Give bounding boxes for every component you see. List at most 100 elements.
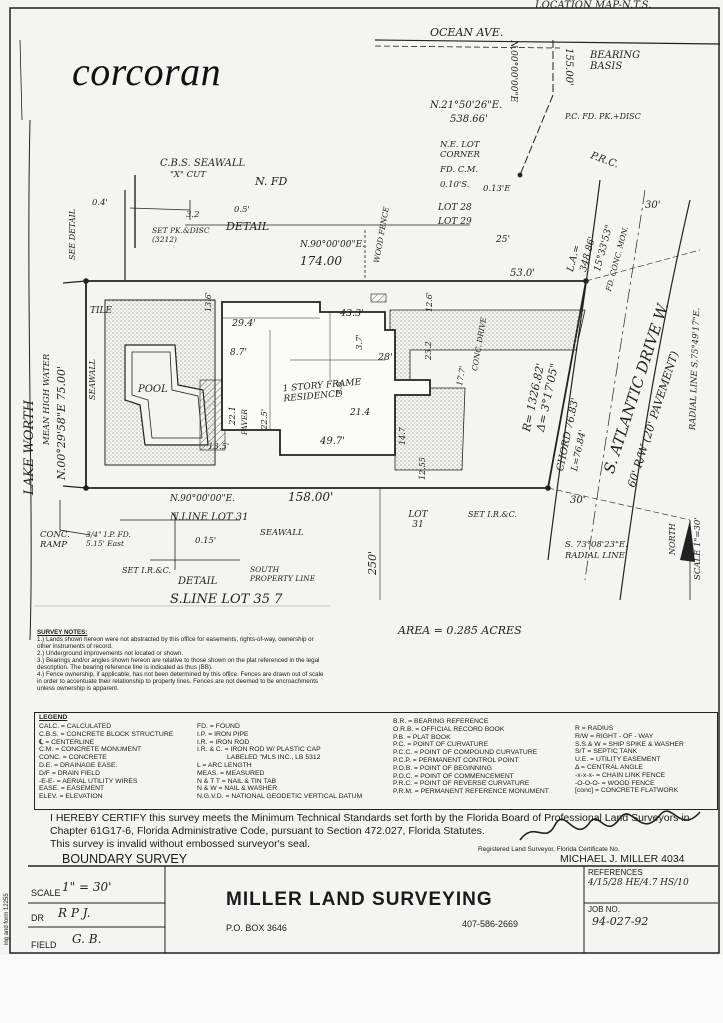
pool-label: POOL: [138, 384, 168, 395]
dim-232-label: 23.2: [424, 341, 434, 360]
legend-item: P.R.C. = POINT OF REVERSE CURVATURE: [393, 780, 530, 788]
dim-136-label: 13.6': [204, 291, 213, 312]
signature: [519, 810, 701, 841]
offset-04-label: 0.4': [92, 198, 108, 208]
scale-label: SCALE: [31, 888, 61, 898]
field-value: G. B.: [72, 932, 102, 946]
legend-item: L = ARC LENGTH: [197, 761, 252, 769]
legend-item: I.R. & C. = IRON ROD W/ PLASTIC CAP: [197, 746, 321, 754]
offset-013-label: 0.13'E: [483, 184, 511, 194]
bearing-basis-label: BEARING BASIS: [590, 50, 641, 72]
dim-53-label: 53.0': [510, 268, 536, 279]
dr-value: R P J.: [58, 906, 91, 920]
lot28-label: LOT 28: [438, 203, 472, 213]
legend-column-1: CALC. = CALCULATED C.B.S. = CONCRETE BLO…: [39, 723, 219, 801]
scale-value: 1" = 30': [62, 880, 112, 894]
fd-ip-label: 3/4" I.P. FD. 5.15' East: [86, 530, 131, 548]
legend-item: -O-O-O- = WOOD FENCE: [575, 779, 655, 787]
legend-column-4: R = RADIUS R/W = RIGHT - OF - WAY S.S.& …: [575, 725, 715, 795]
dim-28b-label: 2.8: [335, 381, 345, 395]
dim-250-label: 250': [366, 550, 379, 575]
dim-30-bottom-label: 30': [570, 495, 586, 506]
legend-item: N & T T = NAIL & TIN TAB: [197, 777, 277, 785]
surveyor-name: MICHAEL J. MILLER 4034: [560, 853, 685, 865]
legend-item: S/T = SEPTIC TANK: [575, 748, 638, 756]
legend-item: I.P. = IRON PIPE: [197, 730, 249, 738]
legend-item: R/W = RIGHT - OF - WAY: [575, 732, 654, 740]
survey-sheet: corcoran LOCATION MAP-N.T.S. OCEAN AVE. …: [0, 0, 723, 955]
offset-32-label: 3.2: [186, 210, 200, 220]
s-line-lot35-label: S.LINE LOT 35 7: [170, 592, 283, 607]
legend-title: LEGEND: [39, 714, 68, 721]
south-property-line-label: SOUTH PROPERTY LINE: [250, 565, 316, 583]
boat-ramp-label: CONC. RAMP: [40, 530, 70, 550]
legend-item: -E-E- = AERIAL UTILITY WIRES: [39, 777, 138, 785]
survey-note: 3.) Bearings and/or angles shown hereon …: [37, 657, 320, 671]
detail-bottom-label: DETAIL: [178, 576, 218, 587]
offset-015-label: 0.15': [195, 536, 217, 546]
set-pk-label: SET PK.&DISC (3212): [152, 226, 210, 244]
bearing-top-label: N.21°50'26"E.: [430, 100, 503, 111]
legend-item: I.R. = IRON ROD: [197, 738, 250, 746]
registered-surveyor-label: Registered Land Surveyor, Florida Certif…: [478, 846, 620, 853]
legend-item: N.G.V.D. = NATIONAL GEODETIC VERTICAL DA…: [197, 793, 363, 801]
north-label: NORTH: [668, 523, 677, 555]
cbs-seawall-label: C.B.S. SEAWALL: [160, 158, 246, 169]
certification-block: I HEREBY CERTIFY this survey meets the M…: [50, 812, 700, 851]
n-fd-label: N. FD: [255, 175, 288, 188]
survey-notes-title: SURVEY NOTES:: [37, 629, 88, 636]
legend-item: -x-x-x- = CHAIN LINK FENCE: [575, 771, 666, 779]
legend-item: P.R.M. = PERMANENT REFERENCE MONUMENT: [393, 788, 549, 796]
dim-497-label: 49.7': [320, 436, 346, 447]
dim-433-label: 43.3': [340, 308, 364, 319]
legend-item: R = RADIUS: [575, 725, 614, 732]
see-detail-label: SEE DETAIL: [68, 208, 77, 260]
dim-221-label: 22.1: [228, 406, 238, 425]
legend-item: ℄ = CENTERLINE: [39, 738, 95, 746]
bearing-n00-label: N.00°00'00"E: [508, 40, 518, 103]
legend-item: P.C. = POINT OF CURVATURE: [393, 741, 489, 749]
dist-155-label: 155.00': [563, 48, 574, 86]
survey-note: 2.) Underground improvements not located…: [37, 650, 184, 657]
legend-item: P.O.B. = POINT OF BEGINNING: [393, 764, 492, 772]
radial-line-bottom-label: S. 73°08'23"E. RADIAL LINE: [565, 540, 628, 561]
legend-item: CONC. = CONCRETE: [39, 754, 107, 762]
lake-worth-label: LAKE WORTH: [22, 400, 37, 495]
paver-label: PAVER: [240, 409, 249, 435]
offset-05-label: 0.5': [234, 205, 250, 215]
side-form-number: ing and form 12255: [4, 893, 10, 945]
detail-top-label: DETAIL: [226, 220, 270, 233]
legend-item: Δ = CENTRAL ANGLE: [575, 763, 643, 771]
scale-note-label: SCALE 1"=30': [693, 517, 703, 580]
location-map-label: LOCATION MAP-N.T.S.: [535, 0, 652, 11]
legend-item: FD. = FOUND: [197, 723, 240, 730]
legend-item: D/F = DRAIN FIELD: [39, 769, 100, 777]
legend-item: EASE. = EASEMENT: [39, 785, 105, 793]
bearing-bottom-label: N.90°00'00"E.: [170, 494, 236, 504]
ocean-ave-label: OCEAN AVE.: [430, 26, 504, 39]
certification-line: Chapter 61G17-6, Florida Administrative …: [50, 825, 485, 837]
residence-footprint: [221, 301, 431, 456]
tile-label: TILE: [90, 306, 113, 316]
seawall-bottom-label: SEAWALL: [260, 528, 304, 538]
field-label: FIELD: [31, 940, 57, 950]
legend-box: LEGEND CALC. = CALCULATED C.B.S. = CONCR…: [34, 712, 718, 810]
lot29-label: LOT 29: [438, 217, 472, 227]
dist-158-label: 158.00': [288, 490, 334, 504]
n-line-lot31-label: N.LINE LOT 31: [170, 512, 249, 523]
job-number-label: JOB NO.: [588, 905, 621, 914]
lot31-label: LOT 31: [408, 510, 428, 530]
survey-drawing: [9, 7, 721, 954]
dim-126-label: 12.6': [425, 291, 434, 312]
offset-010-label: 0.10'S.: [440, 180, 470, 190]
dist-174-label: 174.00: [300, 254, 342, 268]
survey-note: 1.) Lands shown hereon were not abstract…: [37, 636, 314, 650]
legend-item: P.O.C. = POINT OF COMMENCEMENT: [393, 772, 514, 780]
legend-column-3: B.R. = BEARING REFERENCE O.R.B. = OFFICI…: [393, 718, 573, 796]
references-value: 4/15/28 HE/4.7 HS/10: [588, 878, 689, 888]
legend-item: P.B. = PLAT BOOK: [393, 733, 451, 741]
dr-label: DR: [31, 913, 44, 923]
dim-147-label: 14.7: [398, 427, 407, 445]
pc-found-label: P.C. FD. PK.+DISC: [565, 112, 641, 121]
dim-28-label: 28': [378, 352, 393, 363]
